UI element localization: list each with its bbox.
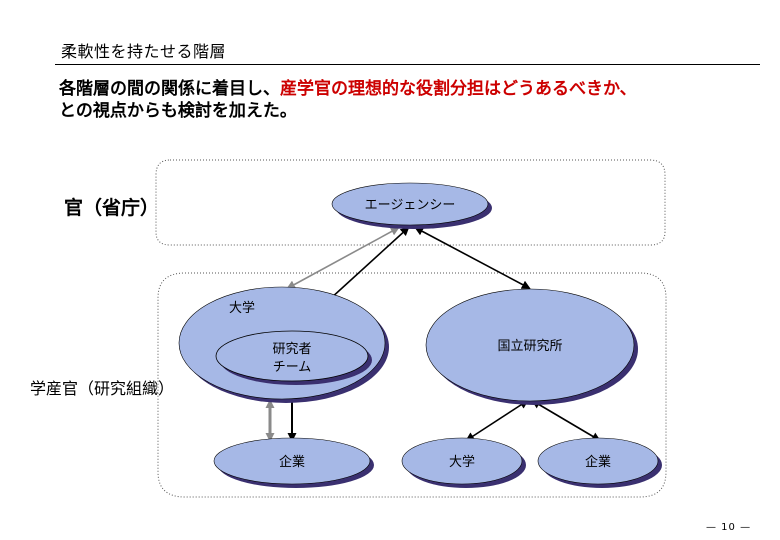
national-lab-node: 国立研究所	[425, 288, 638, 405]
government-band	[155, 159, 666, 246]
national-lab-label: 国立研究所	[497, 339, 562, 354]
page-number: — 10 —	[706, 522, 752, 533]
government-band-label: 官（省庁）	[64, 196, 159, 219]
intro-line-2: との視点からも検討を加えた。	[59, 101, 297, 121]
company-right-label: 企業	[585, 454, 611, 470]
intro-line-1-prefix: 各階層の間の関係に着目し、	[59, 79, 280, 99]
title-divider	[55, 64, 760, 65]
research-band	[157, 272, 667, 498]
slide-title: 柔軟性を持たせる階層	[61, 42, 227, 61]
agency-national-lab-arrow	[414, 227, 531, 289]
university-bottom-node: 大学	[401, 437, 526, 488]
company-left-node: 企業	[213, 437, 374, 488]
lab-company-arrow	[531, 399, 601, 442]
company-left-label: 企業	[279, 454, 305, 470]
company-right-node: 企業	[537, 437, 662, 488]
research-team-label-line1: 研究者	[272, 342, 311, 357]
research-team-node: 研究者 チーム	[215, 330, 372, 385]
university-label: 大学	[229, 300, 255, 316]
agency-university-arrow	[286, 227, 400, 289]
lab-university-arrow	[465, 399, 529, 442]
agency-label: エージェンシー	[365, 198, 456, 213]
agency-node: エージェンシー	[331, 182, 492, 229]
intro-line-1-highlight: 産学官の理想的な役割分担はどうあるべきか、	[280, 79, 637, 99]
intro-text: 各階層の間の関係に着目し、産学官の理想的な役割分担はどうあるべきか、 との視点か…	[59, 78, 637, 122]
research-team-label-line2: チーム	[273, 360, 312, 375]
intro-line-1: 各階層の間の関係に着目し、産学官の理想的な役割分担はどうあるべきか、	[59, 78, 637, 100]
research-band-label: 学産官（研究組織）	[30, 379, 174, 398]
university-bottom-label: 大学	[449, 454, 475, 470]
